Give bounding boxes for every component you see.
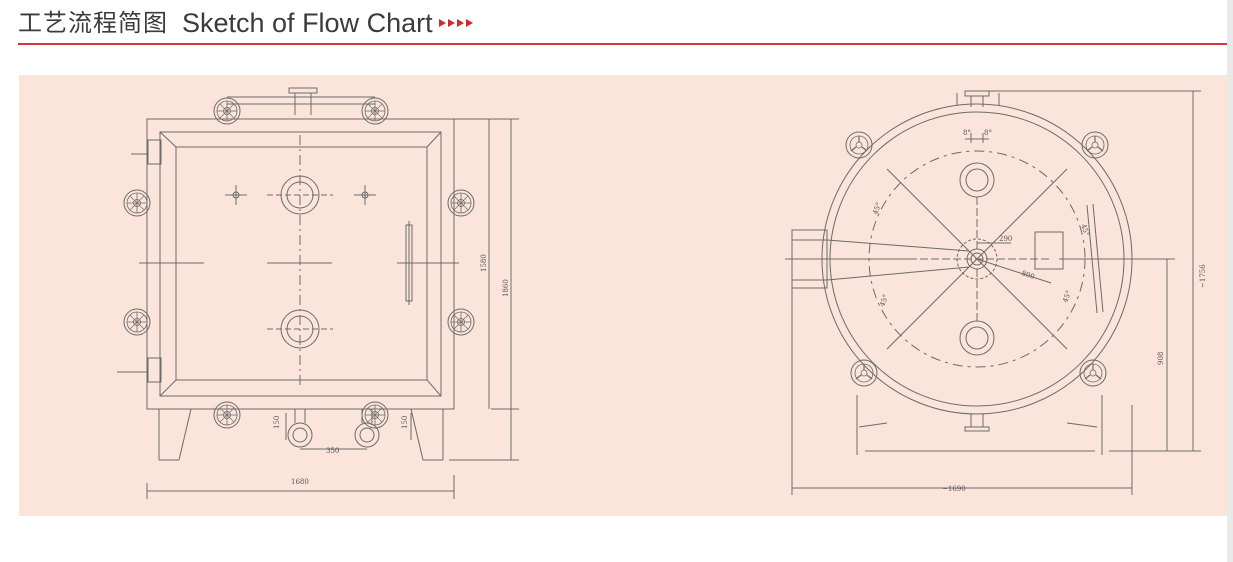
dim-150-right: 150 (401, 416, 409, 429)
front-outer-frame (146, 118, 455, 410)
angle-8-left: 8° (963, 129, 971, 137)
round-view-dimensions: ~1690 ~1756 908 290 800 8° 8° 45° 45° 45… (871, 129, 1207, 493)
handwheel-icon (361, 401, 389, 429)
dim-800: 800 (1020, 269, 1035, 281)
angle-45-upper-left: 45° (871, 201, 883, 215)
handwheel-icon (123, 189, 151, 217)
handwheel-icon (361, 97, 389, 125)
angle-8-right: 8° (984, 129, 992, 137)
arrow-icons (438, 6, 475, 40)
dim-1756: ~1756 (1199, 264, 1207, 288)
handwheel-icon (213, 401, 241, 429)
dim-1690: ~1690 (942, 485, 966, 493)
vertical-scrollbar[interactable] (1227, 0, 1233, 562)
handwheel-icon (850, 359, 878, 387)
section-title-chinese: 工艺流程简图 (18, 9, 168, 37)
drawings-svg: 1680 350 150 150 1580 1860 (117, 87, 1207, 499)
handwheel-icon (123, 308, 151, 336)
handwheel-icon (1079, 359, 1107, 387)
dim-350: 350 (326, 447, 339, 455)
handwheel-icon (447, 308, 475, 336)
front-view-dimensions: 1680 350 150 150 1580 1860 (273, 254, 510, 486)
dim-150-left: 150 (273, 416, 281, 429)
dim-908: 908 (1157, 352, 1165, 365)
dim-1580: 1580 (480, 254, 488, 272)
drawing-panel: 1680 350 150 150 1580 1860 (19, 75, 1233, 516)
section-title-english: Sketch of Flow Chart (182, 8, 433, 38)
angle-45-lower-right: 45° (1061, 289, 1073, 303)
dim-1680: 1680 (291, 478, 309, 486)
angle-45-upper-right: 45° (1079, 223, 1091, 237)
title-divider (18, 43, 1233, 45)
handwheel-icon (845, 131, 873, 159)
dim-1860: 1860 (502, 279, 510, 297)
dim-290: 290 (999, 235, 1012, 243)
front-view-drawing (117, 87, 519, 499)
angle-45-lower-left: 45° (878, 293, 890, 307)
round-view-drawing (785, 90, 1201, 495)
handwheel-icon (213, 97, 241, 125)
section-title: 工艺流程简图 Sketch of Flow Chart (18, 6, 475, 40)
handwheel-icon (1081, 131, 1109, 159)
handwheel-icon (447, 189, 475, 217)
